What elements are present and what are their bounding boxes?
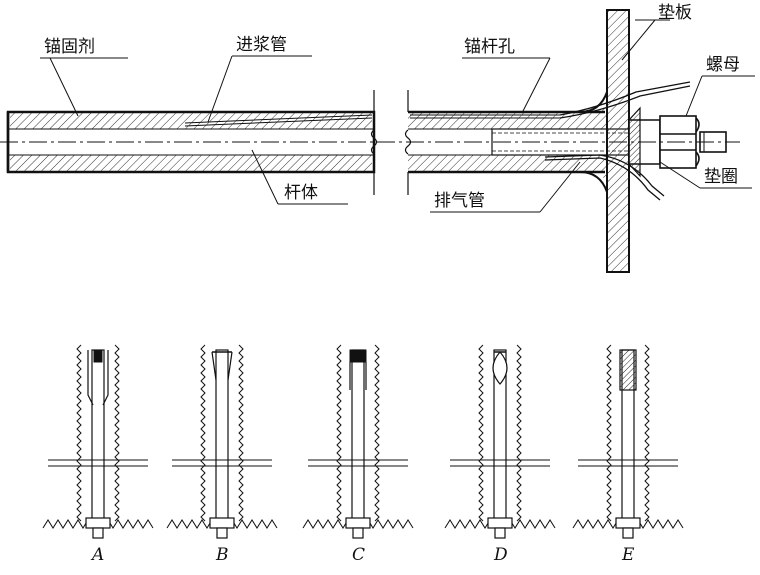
variant-b: B bbox=[166, 344, 278, 565]
grout-band-bottom-left bbox=[10, 155, 372, 171]
grout-pipe-shape bbox=[184, 114, 373, 127]
variant-c: C bbox=[302, 344, 414, 565]
variants-row: A B C D E bbox=[42, 344, 684, 565]
variant-d: D bbox=[444, 344, 556, 565]
anchor-assembly bbox=[0, 9, 740, 273]
label-anchor-hole: 锚杆孔 bbox=[464, 37, 515, 57]
exhaust-pipe-shape bbox=[544, 154, 665, 201]
variant-caption-e: E bbox=[621, 545, 635, 565]
flare-bottom bbox=[579, 171, 608, 193]
label-exhaust-pipe: 排气管 bbox=[434, 191, 485, 211]
label-rod-body: 杆体 bbox=[284, 183, 318, 203]
label-grout-pipe: 进浆管 bbox=[236, 35, 287, 55]
grout-band-bottom-right bbox=[408, 155, 608, 171]
leaders-top bbox=[40, 19, 755, 213]
label-washer: 垫圈 bbox=[704, 167, 738, 187]
label-anchor-agent: 锚固剂 bbox=[44, 37, 95, 57]
label-nut: 螺母 bbox=[706, 55, 740, 75]
variant-caption-b: B bbox=[215, 545, 229, 565]
flare-top bbox=[579, 91, 608, 113]
variant-caption-a: A bbox=[90, 545, 104, 565]
grout-band-top-right bbox=[408, 113, 608, 129]
variant-e: E bbox=[572, 344, 684, 565]
grout-band-top-left bbox=[10, 113, 372, 129]
variant-caption-d: D bbox=[493, 545, 508, 565]
label-plate: 垫板 bbox=[658, 3, 692, 23]
variant-a: A bbox=[42, 344, 154, 565]
bearing-plate bbox=[606, 9, 630, 273]
break-mark-left bbox=[370, 90, 378, 195]
variant-caption-c: C bbox=[352, 545, 365, 565]
